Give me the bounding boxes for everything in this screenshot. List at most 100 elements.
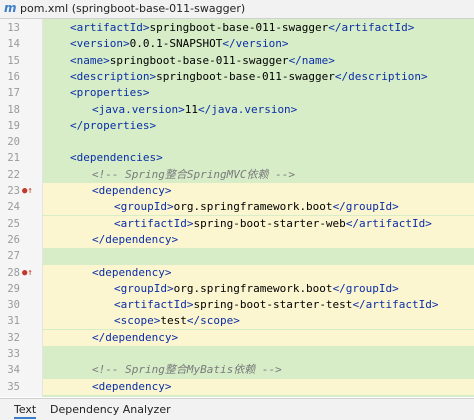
xml-text: springboot-base-011-swagger — [156, 69, 335, 83]
xml-tag: <artifactId> — [70, 21, 150, 34]
code-line[interactable]: 26 </dependency> — [0, 231, 474, 248]
code-line[interactable]: 18<java.version>11</java.version> — [0, 102, 474, 118]
code-line[interactable]: 20 — [0, 134, 474, 150]
line-number: 23 — [7, 185, 20, 197]
file-tab[interactable]: m pom.xml (springboot-base-011-swagger) — [0, 0, 474, 19]
line-number: 31 — [7, 315, 20, 328]
line-highlight — [43, 378, 474, 395]
xml-tag: <artifactId> — [114, 298, 194, 312]
line-number-gutter — [0, 19, 43, 397]
code-line[interactable]: 35 <dependency> — [0, 378, 474, 395]
code-text: <dependency> — [92, 379, 171, 395]
line-highlight — [43, 231, 474, 248]
code-line[interactable]: 24 <groupId>org.springframework.boot</gro… — [0, 199, 474, 216]
line-highlight — [43, 297, 474, 314]
xml-tag: </properties> — [70, 118, 157, 132]
code-line[interactable]: 31<scope>test</scope> — [0, 313, 474, 330]
xml-tag: </dependency> — [92, 232, 179, 246]
code-text: </dependency> — [92, 232, 178, 248]
file-tab-label: pom.xml (springboot-base-011-swagger) — [20, 2, 246, 15]
xml-tag: <groupId> — [114, 200, 174, 214]
tab-dependency-analyzer[interactable]: Dependency Analyzer — [50, 403, 171, 416]
xml-text: springboot-base-011-swagger — [109, 53, 289, 67]
xml-tag: </version> — [222, 37, 289, 51]
code-line[interactable]: 34 <!-- Spring整合MyBatis依赖 --> — [0, 362, 474, 378]
line-highlight — [43, 280, 474, 297]
xml-text: spring-boot-starter-test — [193, 298, 353, 312]
line-highlight — [43, 264, 474, 281]
code-line[interactable]: 29 <groupId>org.springframework.boot</gro… — [0, 280, 474, 297]
line-number: 26 — [7, 233, 20, 246]
xml-text: 11 — [184, 102, 198, 116]
run-gutter-icon[interactable]: ●↑ — [22, 186, 33, 196]
code-line[interactable]: 16 <description>springboot-base-011-swagg… — [0, 69, 474, 85]
code-line[interactable]: 13 <artifactId>springboot-base-011-swagge… — [0, 20, 474, 36]
line-number: 28 — [7, 266, 20, 279]
line-number: 16 — [7, 70, 20, 83]
code-line[interactable]: 15<name>springboot-base-011-swagger</nam… — [0, 53, 474, 69]
xml-text: springboot-base-011-swagger — [149, 21, 329, 34]
code-text: <groupId>org.springframework.boot</group… — [114, 199, 399, 215]
line-highlight — [43, 313, 474, 330]
line-number: 29 — [7, 282, 20, 295]
code-text: <artifactId>springboot-base-011-swagger<… — [70, 20, 414, 36]
line-number: 32 — [7, 331, 20, 344]
code-line[interactable]: 21 <dependencies> — [0, 150, 474, 166]
xml-tag: <properties> — [70, 86, 150, 100]
xml-comment: <!-- Spring整合SpringMVC依赖 --> — [92, 167, 295, 181]
code-line[interactable]: 30 <artifactId>spring-boot-starter-test</… — [0, 297, 474, 314]
run-gutter-icon[interactable]: ●↑ — [22, 267, 33, 278]
code-line[interactable]: 17 <properties> — [0, 85, 474, 101]
line-highlight — [43, 215, 474, 232]
line-number: 19 — [7, 119, 20, 132]
xml-tag: </scope> — [186, 314, 240, 328]
code-line[interactable]: 33 — [0, 346, 474, 362]
xml-tag: <java.version> — [92, 102, 185, 116]
xml-tag: </description> — [334, 69, 428, 83]
line-number: 35 — [7, 380, 20, 393]
xml-tag: </artifactId> — [352, 298, 439, 312]
xml-comment: <!-- Spring整合MyBatis依赖 --> — [92, 363, 282, 377]
xml-tag: </groupId> — [332, 281, 399, 295]
code-line[interactable]: 19 </properties> — [0, 118, 474, 134]
xml-tag: <name> — [70, 53, 110, 67]
line-number: 34 — [7, 364, 20, 377]
xml-text: spring-boot-starter-web — [193, 216, 346, 230]
xml-text: org.springframework.boot — [173, 200, 333, 214]
code-text: <dependency> — [92, 183, 171, 199]
xml-tag: </dependency> — [92, 330, 179, 344]
xml-tag: </java.version> — [197, 102, 298, 116]
xml-text: test — [160, 314, 187, 328]
xml-tag: <dependency> — [92, 184, 172, 197]
xml-tag: </groupId> — [332, 200, 399, 214]
line-number: 17 — [7, 87, 20, 100]
line-number: 24 — [7, 201, 20, 214]
line-number: 21 — [7, 152, 20, 165]
code-text: <version>0.0.1-SNAPSHOT</version> — [70, 36, 289, 52]
xml-text: org.springframework.boot — [173, 281, 333, 295]
code-text: <dependencies> — [70, 150, 163, 166]
code-line[interactable]: 27 — [0, 248, 474, 264]
xml-tag: <dependency> — [92, 265, 172, 279]
code-line[interactable]: 28●↑ <dependency> — [0, 264, 474, 281]
line-number: 30 — [7, 299, 20, 312]
code-text: <dependency> — [92, 265, 171, 281]
tab-text[interactable]: Text — [14, 403, 37, 419]
code-text: <artifactId>spring-boot-starter-test</ar… — [114, 297, 439, 313]
code-line[interactable]: 32 </dependency> — [0, 329, 474, 346]
code-editor[interactable]: 13<artifactId>springboot-base-011-swagge… — [0, 19, 474, 397]
code-line[interactable]: 25<artifactId>spring-boot-starter-web</a… — [0, 215, 474, 232]
line-number: 13 — [7, 22, 20, 34]
code-line[interactable]: 14 <version>0.0.1-SNAPSHOT</version> — [0, 36, 474, 52]
code-line[interactable]: 22 <!-- Spring整合SpringMVC依赖 --> — [0, 167, 474, 183]
xml-tag: <dependency> — [92, 379, 172, 393]
code-text: <properties> — [70, 85, 149, 101]
code-text: <groupId>org.springframework.boot</group… — [114, 281, 399, 297]
code-line[interactable]: 23●↑ <dependency> — [0, 183, 474, 199]
line-number: 25 — [7, 217, 20, 230]
xml-tag: <artifactId> — [114, 216, 194, 230]
line-number: 14 — [7, 38, 20, 51]
bottom-tab-bar: Text Dependency Analyzer — [0, 398, 474, 420]
code-text: <description>springboot-base-011-swagger… — [70, 69, 428, 85]
line-number: 22 — [7, 168, 20, 181]
